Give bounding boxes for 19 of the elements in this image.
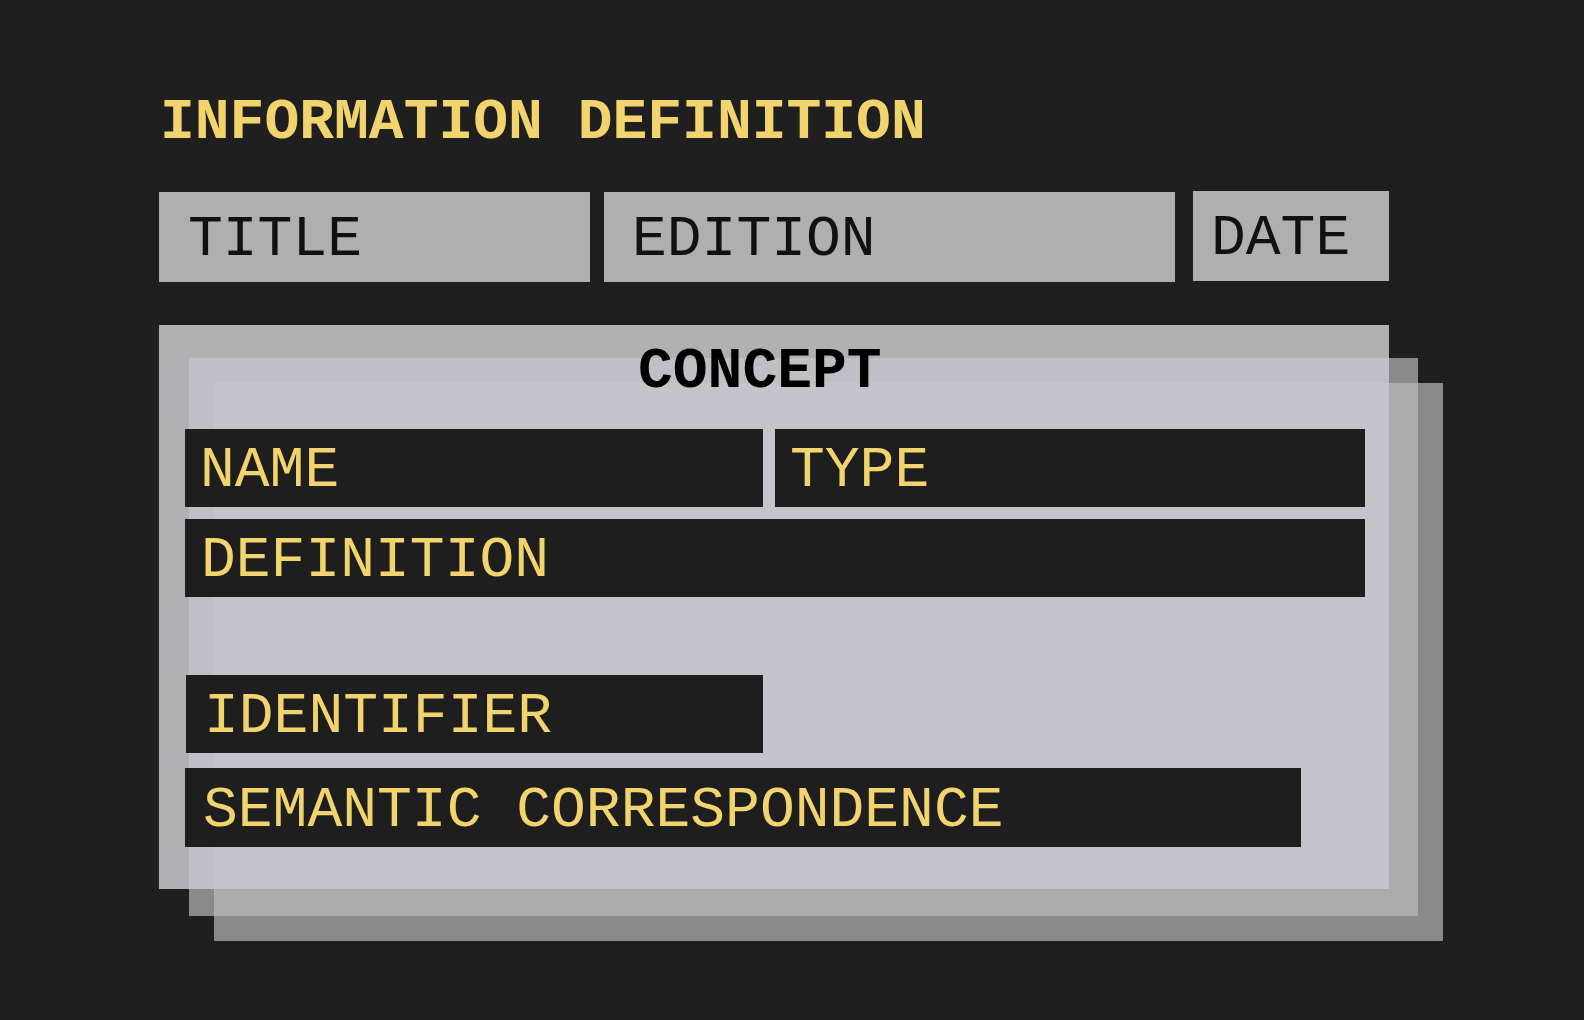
field-label: TITLE [188, 211, 363, 269]
field-label: IDENTIFIER [204, 688, 553, 746]
attribute-field [186, 675, 763, 753]
field-label: TYPE [790, 442, 930, 500]
concept-card [159, 325, 1389, 889]
diagram-title: INFORMATION DEFINITION [160, 94, 926, 152]
header-field [1193, 191, 1389, 281]
field-label: DATE [1211, 210, 1351, 268]
field-label: SEMANTIC CORRESPONDENCE [203, 781, 1004, 840]
attribute-field [185, 429, 763, 507]
field-label: EDITION [632, 211, 876, 269]
attribute-field [185, 519, 1365, 597]
attribute-field [185, 768, 1301, 847]
field-label: NAME [200, 442, 340, 500]
header-field [604, 192, 1175, 282]
field-label: DEFINITION [201, 532, 550, 590]
attribute-field [775, 429, 1365, 507]
header-field [159, 192, 590, 282]
card-heading: CONCEPT [638, 343, 882, 401]
